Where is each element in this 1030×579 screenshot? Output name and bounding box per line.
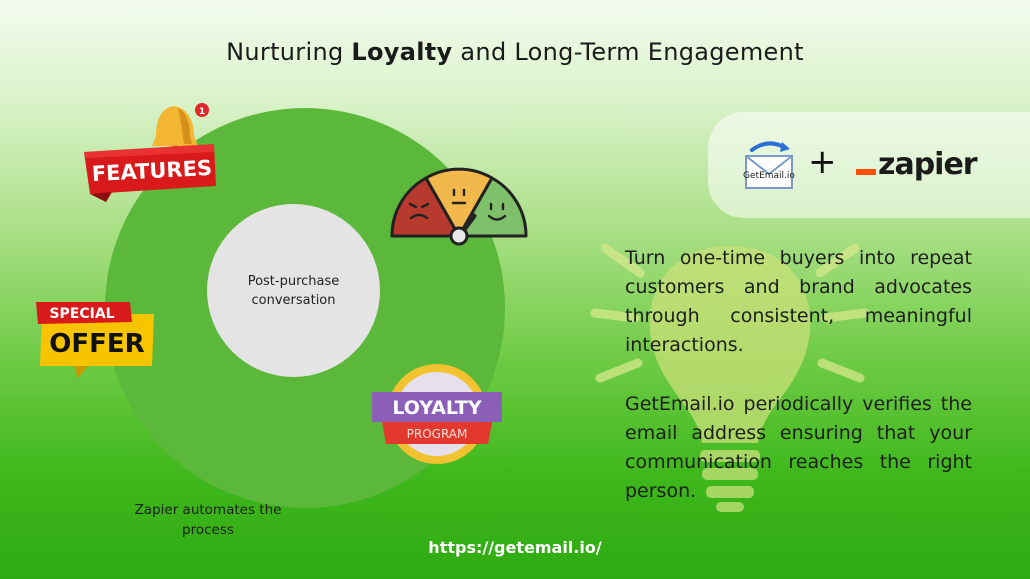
special-label: SPECIAL — [49, 306, 114, 322]
special-offer-badge: SPECIAL OFFER — [34, 300, 160, 380]
features-badge: 1 FEATURES — [82, 100, 222, 204]
center-label: Post-purchase conversation — [247, 273, 340, 308]
getemail-logo: GetEmail.io — [743, 141, 795, 189]
features-badge-graphic: 1 FEATURES — [84, 103, 216, 202]
slide-title: Nurturing Loyalty and Long-Term Engageme… — [0, 38, 1030, 66]
paragraph-verification: GetEmail.io periodically verifies the em… — [625, 393, 972, 502]
offer-label: OFFER — [49, 329, 144, 359]
getemail-logo-text: GetEmail.io — [743, 171, 795, 181]
satisfaction-gauge-graphic — [390, 167, 528, 246]
diagram-caption: Zapier automates the process — [134, 502, 282, 538]
zapier-wordmark: zapier — [878, 147, 978, 182]
loyalty-label: LOYALTY — [392, 397, 481, 419]
lightbulb-icon — [590, 243, 870, 512]
title-bold-word: Loyalty — [351, 38, 453, 66]
zapier-underscore — [856, 169, 876, 175]
program-label: PROGRAM — [407, 427, 468, 441]
footer-url-link[interactable]: https://getemail.io/ — [428, 538, 602, 557]
title-suffix: and Long-Term Engagement — [452, 38, 804, 66]
integration-panel: GetEmail.io + zapier — [708, 112, 1030, 218]
loyalty-program-graphic: LOYALTY PROGRAM — [372, 364, 502, 464]
satisfaction-gauge — [388, 166, 530, 246]
paragraph-loyalty: Turn one-time buyers into repeat custome… — [625, 247, 972, 356]
loyalty-program-badge: LOYALTY PROGRAM — [368, 362, 506, 468]
notification-count: 1 — [199, 107, 205, 117]
zapier-logo: zapier — [856, 146, 978, 184]
special-offer-graphic: SPECIAL OFFER — [36, 302, 154, 378]
notification-dot — [195, 103, 209, 117]
plus-sign: + — [808, 142, 837, 182]
title-prefix: Nurturing — [226, 38, 352, 66]
diagram-center-circle: Post-purchase conversation — [207, 204, 380, 377]
